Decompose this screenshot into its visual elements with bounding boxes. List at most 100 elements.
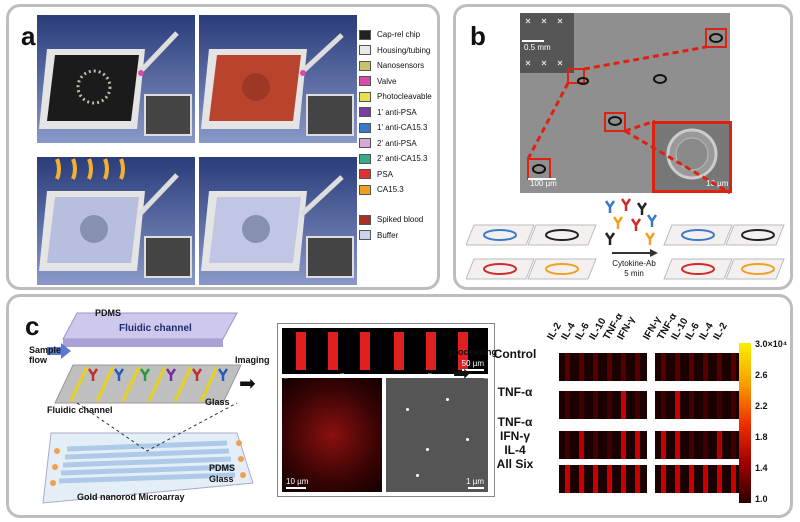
heatmap-strip [655,391,743,419]
heatmap-line [621,431,626,459]
label-pdms-top: PDMS [95,308,122,318]
legend-swatch [359,91,371,102]
legend-swatch [359,169,371,180]
heatmap-line [717,391,722,419]
heatmap-line [607,431,612,459]
legend2-label: Buffer [377,230,399,240]
heatmap-line [635,465,640,493]
heatmap-line [703,353,708,381]
heatmap-strip [559,431,647,459]
colorbar-tick: 3.0×10⁴ [755,339,788,349]
heatmap-line [621,465,626,493]
heatmap-line [593,391,598,419]
legend-swatch [359,184,371,195]
heatmap-line [675,465,680,493]
legend2-swatch [359,214,371,225]
tile-1-inset [144,94,192,136]
processing-arrow: ➡ [453,363,470,385]
legend-swatch [359,60,371,71]
legend-item: Valve [359,74,439,90]
legend-label: CA15.3 [377,185,404,195]
heatmap-line [593,353,598,381]
label-processing: processing [449,347,498,357]
heatmap-line [607,465,612,493]
panel-c-label: c [25,311,40,341]
column-label: IL-2 [711,321,730,342]
legend-item: 1' anti-PSA [359,105,439,121]
legend-label: PSA [377,169,394,179]
heatmap-strip [559,391,647,419]
legend-swatch [359,76,371,87]
heatmap-line [731,431,736,459]
microscopy-bottom-left: 10 µm [282,378,382,492]
heatmap-line [689,353,694,381]
heatmap-line [731,353,736,381]
heatmap-line [565,431,570,459]
heatmap-line [565,465,570,493]
legend2-swatch [359,230,371,241]
legend-label: Valve [377,76,397,86]
heatmap-strip [559,465,647,493]
heatmap-line [689,431,694,459]
row-label: All Six [496,457,534,471]
heatmap-strip [655,353,743,381]
colorbar-tick: 1.8 [755,432,768,442]
zoom-inset [652,121,732,193]
heatmap-line [661,431,666,459]
heatmap-line [689,465,694,493]
microscopy-top: 50 µm [282,328,488,374]
microscopy-bottom-right: 1 µm [386,378,488,492]
tile-1-chip [47,55,139,121]
heatmap-line [635,431,640,459]
legend-label: Photocleavable [377,92,432,102]
heatmap-line [635,391,640,419]
scale-zoom-label: 10 µm [706,179,729,188]
microscopy-stack: 50 µm 10 µm 1 µm [277,323,495,497]
legend-label: Cap-rel chip [377,30,421,40]
heatmap-line [579,431,584,459]
panel-a-label: a [21,21,36,51]
label-sample-flow: Sample flow [29,345,62,365]
legend-item: PSA [359,167,439,183]
legend-item: CA15.3 [359,182,439,198]
legend-label: 2' anti-CA15.3 [377,154,428,164]
legend-swatch [359,45,371,56]
scale-main-label: 100 µm [530,179,557,188]
heatmap-line [661,353,666,381]
legend-item: Housing/tubing [359,43,439,59]
heatmap-line [675,391,680,419]
arrow-label-2: 5 min [624,269,644,278]
panel-a: a [6,4,440,290]
heatmap-line [579,353,584,381]
legend-item: 2' anti-PSA [359,136,439,152]
legend-label: Housing/tubing [377,45,431,55]
colorbar-tick: 2.2 [755,401,768,411]
heatmap-line [661,465,666,493]
colorbar-tick: 1.4 [755,463,768,473]
scale-1-label: 1 µm [466,477,484,486]
heatmap-line [621,353,626,381]
panel-b: b 0.5 mm 100 µm 10 µm [453,4,793,290]
legend-item: Photocleavable [359,89,439,105]
legend-swatch [359,138,371,149]
heatmap-line [689,391,694,419]
colorbar-tick: 1.0 [755,494,768,504]
heatmap-line [703,465,708,493]
heatmap-line [675,353,680,381]
row-label: TNF-α IFN-γ IL-4 [497,415,533,457]
label-fluidic-channel-top: Fluidic channel [119,323,192,334]
legend-item: Nanosensors [359,58,439,74]
label-fluidic-channel: Fluidic channel [47,405,113,415]
label-glass-top: Glass [205,397,230,407]
label-pdms-bottom: PDMS [209,463,236,473]
legend2-label: Spiked blood [377,215,424,225]
scale-10-label: 10 µm [286,477,309,486]
colorbar [739,343,751,503]
row-label: TNF-α [497,385,533,399]
heatmap-line [579,391,584,419]
panel-a-illustrations [37,15,357,285]
heatmap-line [731,391,736,419]
heatmap-strip [559,353,647,381]
heatmap-line [565,391,570,419]
